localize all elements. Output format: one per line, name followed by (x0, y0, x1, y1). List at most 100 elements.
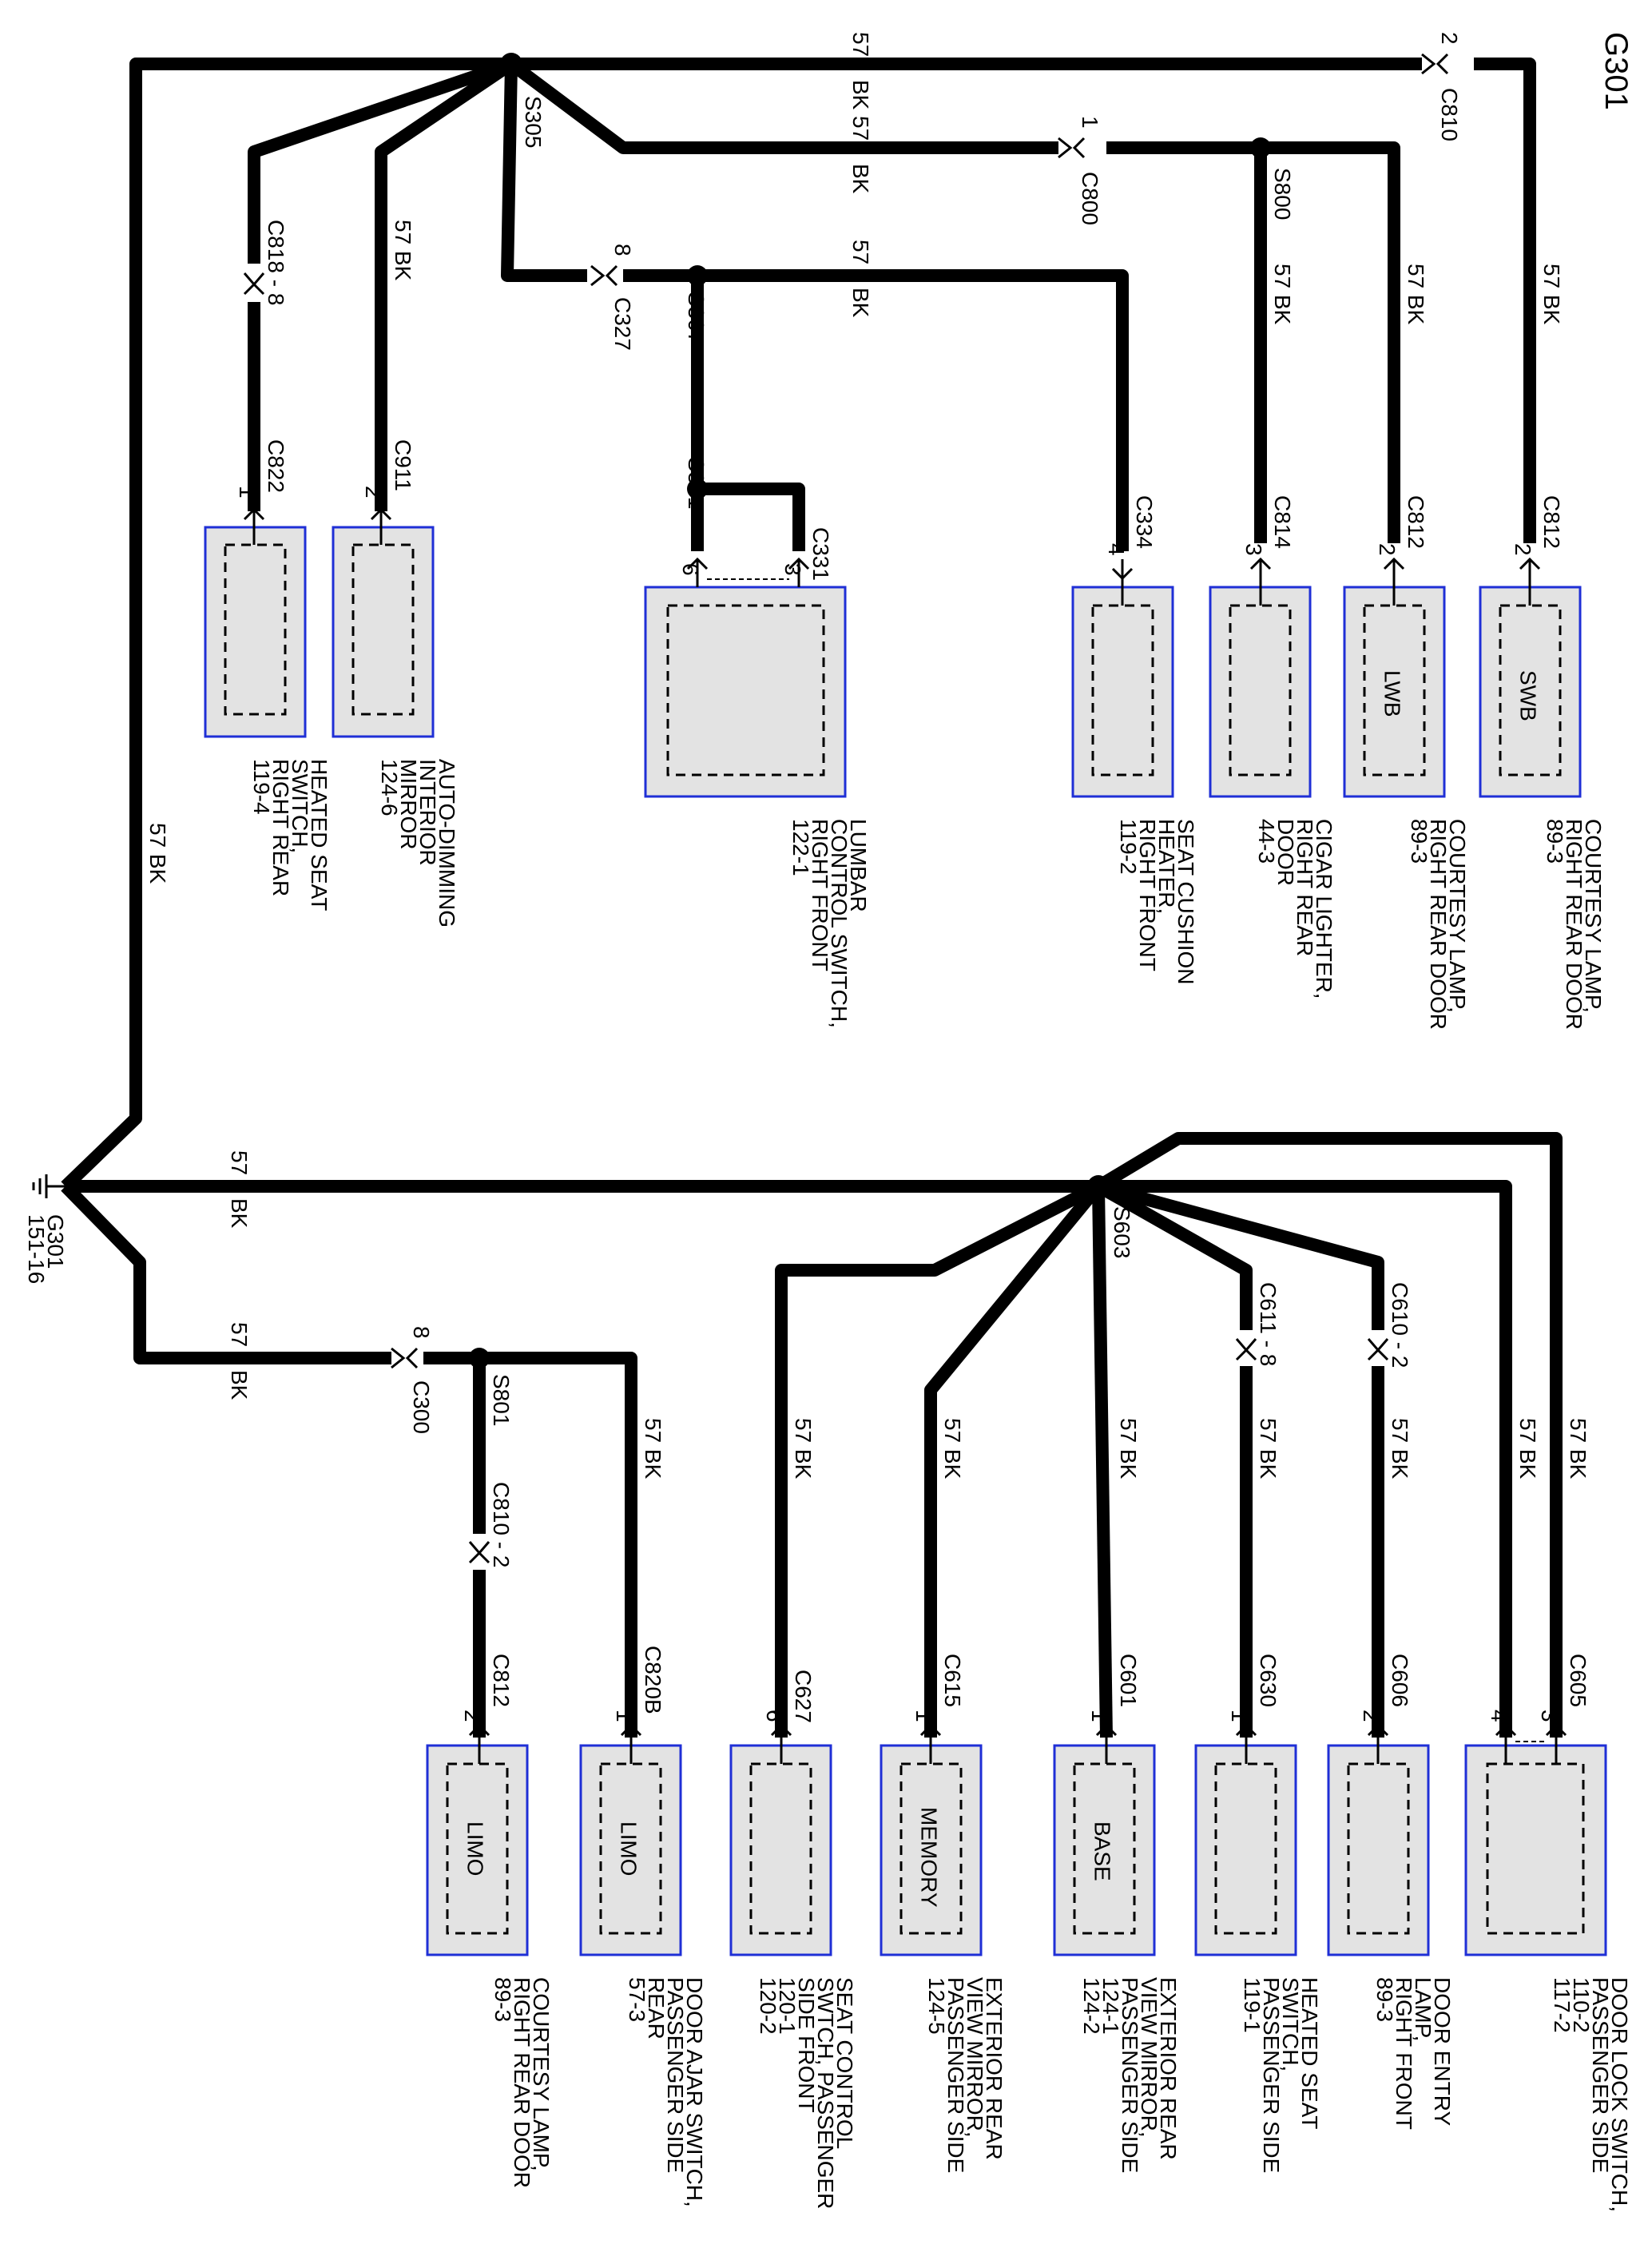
wire-to-c327 (501, 63, 587, 282)
wire-ground-to-c300 (61, 1182, 391, 1364)
wire-s603-to-c627 (775, 1180, 1102, 1738)
courtesy-lamp-lwb-badge: LWB (1380, 670, 1405, 717)
splice-s307-dot (687, 265, 708, 286)
c300-symbol (391, 1347, 419, 1369)
page-title: G301 (1598, 32, 1634, 110)
heated-seat-switch-ps-label-line: PASSENGER SIDE (1259, 1977, 1284, 2173)
courtesy-lamp-swb-label-line: COURTESY LAMP, (1581, 819, 1606, 1013)
heated-seat-switch-rr-pin: 1 (235, 486, 260, 498)
courtesy-lamp-lwb-label-line: COURTESY LAMP, (1445, 819, 1470, 1013)
courtesy-lamp-limo-connector: C812 (489, 1654, 514, 1707)
wire-label-s800: 57 BK (1270, 264, 1295, 325)
component-door-ajar-switch (579, 1723, 682, 1956)
c610-symbol (1367, 1338, 1389, 1361)
wire-label-c327-57: 57 (848, 240, 873, 264)
seat-control-switch-label-line: 120-2 (756, 1977, 780, 2035)
component-auto-dimming-mirror (332, 507, 435, 738)
door-ajar-switch-label-line: PASSENGER SIDE (663, 1977, 688, 2173)
exterior-mirror-memory-label-line: VIEW MIRROR, (963, 1977, 987, 2138)
auto-dimming-mirror-label-line: INTERIOR (415, 759, 440, 866)
seat-control-switch-label-line: SWTCH, PASSENGER (813, 1977, 838, 2209)
wire-label-c800-bk: BK (848, 164, 873, 194)
cigar-lighter-label-line: 44-3 (1254, 819, 1279, 864)
c327-label: C327 (610, 297, 635, 351)
component-seat-control-switch (729, 1723, 832, 1956)
courtesy-lamp-lwb-label-line: RIGHT REAR DOOR (1426, 819, 1451, 1030)
wire-s351-to-c331-pin3 (697, 483, 805, 551)
exterior-mirror-base-pin: 1 (1087, 1710, 1112, 1722)
lumbar-switch-label-line: LUMBAR (846, 819, 871, 912)
wire-label-c800-57: 57 (848, 116, 873, 141)
cigar-lighter-connector: C814 (1270, 495, 1295, 549)
wire-s603-to-c605-pin3 (1094, 1132, 1563, 1738)
component-seat-cushion-heater (1071, 559, 1174, 798)
components-top (204, 507, 1582, 798)
wire-c300-to-c820b (423, 1352, 637, 1738)
door-ajar-switch-badge: LIMO (617, 1821, 641, 1876)
wire-to-c800 (507, 58, 1058, 154)
exterior-mirror-memory-label-line: EXTERIOR REAR (982, 1977, 1007, 2160)
door-lock-switch-pin: 4 (1487, 1710, 1511, 1722)
lumbar-switch-connector: C331 (808, 527, 833, 581)
lumbar-switch-label-line: 122-1 (788, 819, 813, 876)
c300-label: C300 (409, 1380, 434, 1434)
seat-control-switch-label-line: SIDE FRONT (794, 1977, 819, 2113)
c810-top-pin: 2 (1437, 32, 1462, 45)
seat-cushion-heater-connector: C334 (1132, 495, 1157, 549)
c800-label: C800 (1078, 172, 1102, 225)
component-heated-seat-switch-rr (204, 507, 307, 738)
wire-to-c911 (375, 58, 515, 511)
wire-s603-to-c605-pin4 (1098, 1180, 1512, 1738)
ground-symbol (32, 1174, 66, 1198)
splice-s800-label: S800 (1270, 168, 1295, 220)
courtesy-lamp-lwb-label-line: 89-3 (1407, 819, 1432, 864)
wire-label-c820b: 57 BK (641, 1418, 665, 1480)
door-lock-switch-label-line: PASSENGER SIDE (1588, 1977, 1613, 2173)
seat-cushion-heater-pin: 4 (1104, 543, 1129, 556)
wire-c327-to-c334 (623, 269, 1129, 551)
courtesy-lamp-limo-pin: 2 (460, 1710, 485, 1722)
courtesy-lamp-limo-badge: LIMO (463, 1821, 488, 1876)
door-lock-switch-label-line: 117-2 (1550, 1977, 1575, 2033)
cigar-lighter-label-line: DOOR (1273, 819, 1298, 886)
connector-symbols (243, 53, 1449, 1564)
component-courtesy-lamp-limo (426, 1723, 529, 1956)
cigar-lighter-label-line: RIGHT REAR (1293, 819, 1317, 956)
lumbar-switch-label-line: CONTROL SWITCH, (827, 819, 852, 1028)
courtesy-lamp-swb-badge: SWB (1516, 670, 1541, 721)
cigar-lighter-label-line: CIGAR LIGHTER, (1312, 819, 1336, 999)
wire-label-c605-4: 57 BK (1515, 1418, 1540, 1480)
component-lumbar-control-switch (644, 557, 847, 798)
wire-label-c605-3: 57 BK (1566, 1418, 1590, 1480)
c810-top-label: C810 (1437, 88, 1462, 141)
exterior-mirror-base-label-line: 124-2 (1079, 1977, 1104, 2035)
heated-seat-switch-rr-label-line: SWITCH, (288, 759, 312, 853)
door-entry-lamp-pin: 2 (1359, 1710, 1384, 1722)
ground-ref: 151-16 (24, 1214, 49, 1284)
exterior-mirror-memory-pin: 1 (911, 1710, 936, 1722)
wires-upper (61, 58, 1536, 1191)
c810-bottom-label: C810 - 2 (489, 1482, 514, 1567)
component-cigar-lighter (1209, 557, 1312, 798)
component-door-lock-switch (1464, 1723, 1607, 1956)
door-lock-switch-label-line: 110-2 (1569, 1977, 1594, 2033)
c300-pin: 8 (409, 1326, 434, 1339)
seat-control-switch-label-line: 120-1 (775, 1977, 800, 2035)
wire-label-trunk: 57 BK (145, 823, 170, 884)
exterior-mirror-memory-connector: C615 (940, 1654, 965, 1707)
splice-dots (469, 53, 1271, 1368)
wire-label-c300-57: 57 (227, 1322, 252, 1347)
wire-label-c630: 57 BK (1256, 1418, 1281, 1480)
wire-label-c601: 57 BK (1116, 1418, 1141, 1480)
components-bottom (426, 1723, 1607, 1956)
heated-seat-switch-rr-label-line: HEATED SEAT (307, 759, 332, 911)
wire-label-swb: 57 BK (1539, 264, 1564, 325)
wire-label-top-bk: BK (848, 80, 873, 110)
seat-control-switch-pin: 6 (762, 1710, 787, 1722)
c611-label: C611 - 8 (1256, 1282, 1281, 1366)
component-door-entry-lamp (1327, 1723, 1430, 1956)
component-heated-seat-switch-ps (1194, 1723, 1297, 1956)
c800-pin: 1 (1078, 116, 1102, 129)
heated-seat-switch-ps-label-line: SWITCH, (1278, 1977, 1303, 2071)
